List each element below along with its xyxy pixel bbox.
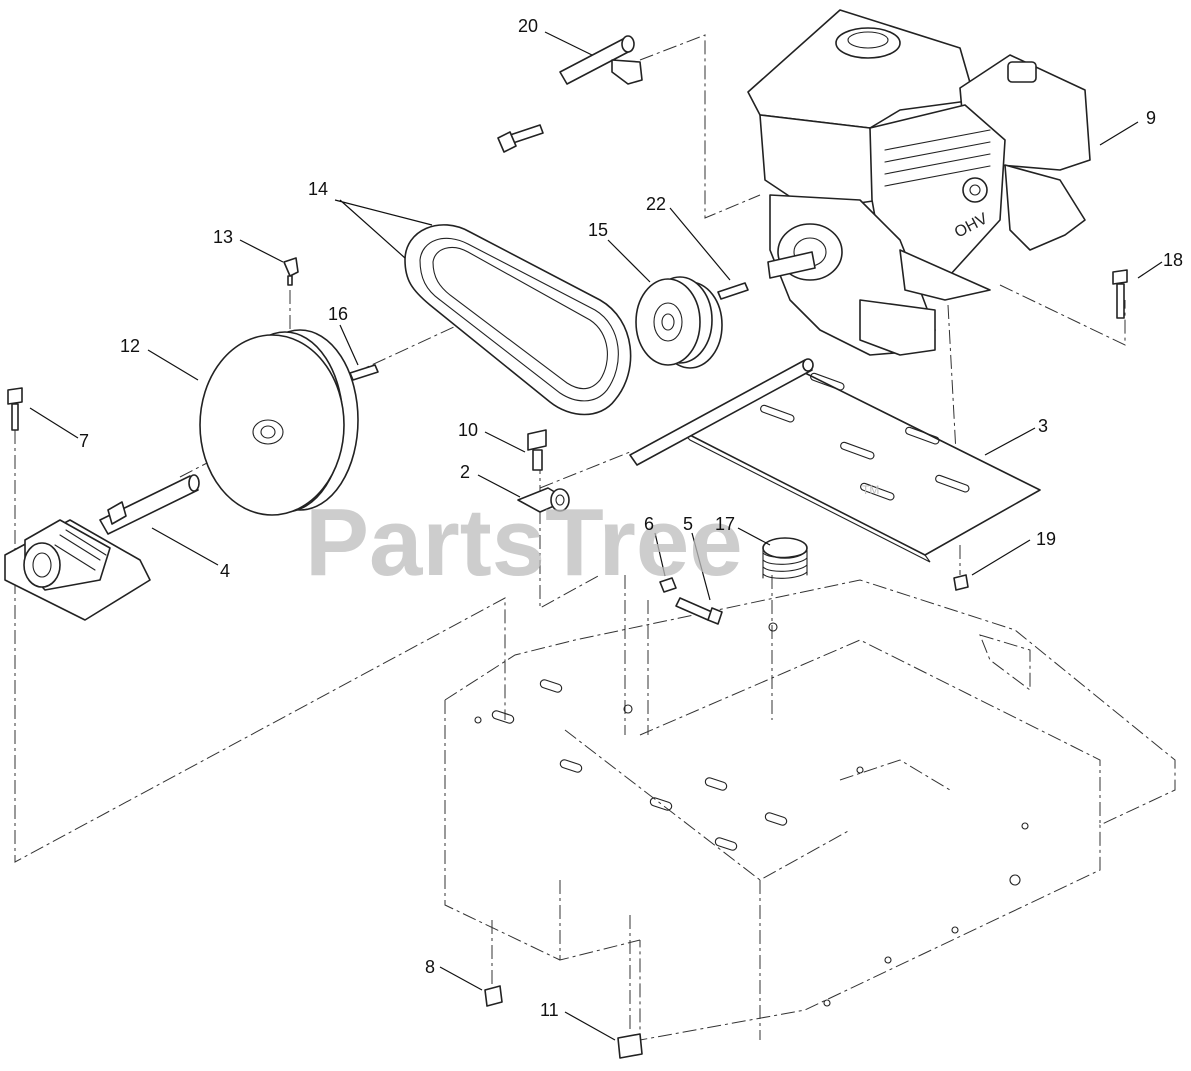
watermark-text: PartsTree	[305, 489, 743, 596]
callout-5: 5	[683, 514, 693, 534]
pin-20	[559, 35, 643, 85]
frame-slots	[474, 622, 1029, 1007]
callout-16: 16	[328, 304, 348, 324]
nut-8	[484, 985, 503, 1007]
spring-17	[762, 537, 808, 579]
callout-labels: 20 9 14 22 15 13 18 16 12 7 10 3 2 6 5 1…	[79, 16, 1183, 1020]
engine: OHV	[747, 9, 1091, 356]
pulley-small	[635, 276, 723, 369]
callout-14: 14	[308, 179, 328, 199]
callout-2: 2	[460, 462, 470, 482]
key-16	[349, 364, 379, 381]
callout-7: 7	[79, 431, 89, 451]
callout-10: 10	[458, 420, 478, 440]
callout-9: 9	[1146, 108, 1156, 128]
nut-6	[659, 577, 677, 593]
callout-12: 12	[120, 336, 140, 356]
watermark-trademark: TM	[862, 483, 879, 497]
callout-20: 20	[518, 16, 538, 36]
callout-6: 6	[644, 514, 654, 534]
callout-17: 17	[715, 514, 735, 534]
callout-22: 22	[646, 194, 666, 214]
bolt-7	[7, 387, 23, 431]
bolt-10	[527, 429, 547, 471]
callout-13: 13	[213, 227, 233, 247]
pin-13	[283, 257, 299, 286]
bolt-18	[1112, 269, 1128, 319]
engine-plate	[629, 358, 1041, 563]
frame-phantom	[444, 579, 1176, 1041]
bolt-5	[675, 597, 723, 625]
shaft-bearing	[4, 474, 200, 621]
leader-lines	[29, 31, 1163, 1041]
callout-3: 3	[1038, 416, 1048, 436]
nut-11	[617, 1033, 643, 1059]
callout-4: 4	[220, 561, 230, 581]
callout-18: 18	[1163, 250, 1183, 270]
callout-19: 19	[1036, 529, 1056, 549]
bracket-2	[517, 487, 570, 513]
callout-8: 8	[425, 957, 435, 977]
watermark: PartsTree TM	[305, 483, 879, 596]
drive-belt	[404, 224, 632, 416]
callout-15: 15	[588, 220, 608, 240]
key-22	[717, 282, 749, 300]
nut-19	[953, 574, 969, 591]
pulley-large	[199, 329, 359, 516]
callout-11: 11	[540, 1000, 559, 1020]
bolt-upper	[497, 124, 544, 153]
